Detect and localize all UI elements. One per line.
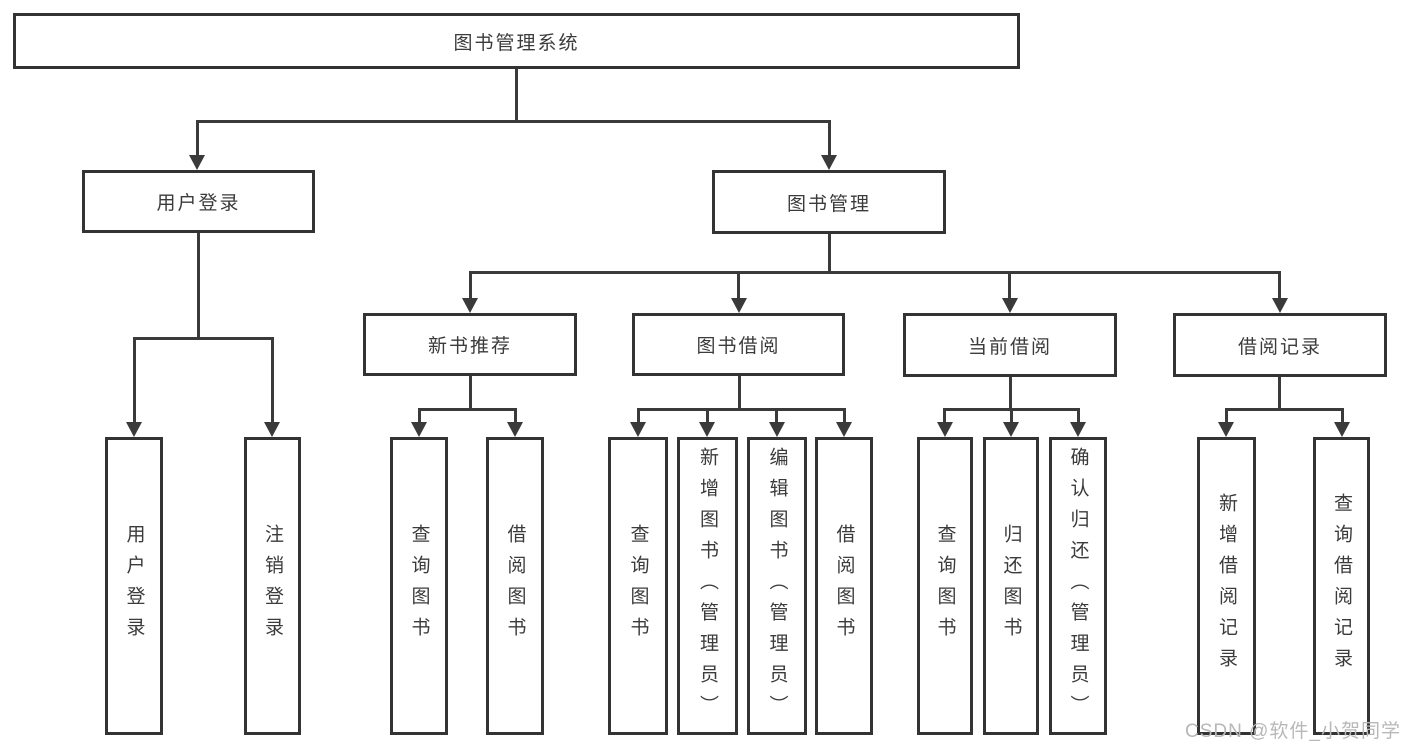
connector-line xyxy=(515,69,518,120)
arrowhead-icon xyxy=(1002,298,1018,313)
connector-line xyxy=(637,408,640,422)
leaf-borrow-books-recommend: 借阅图书 xyxy=(486,437,544,735)
connector-line xyxy=(737,271,740,298)
node-label: 图书借阅 xyxy=(696,336,781,357)
connector-line xyxy=(133,337,274,340)
arrowhead-icon xyxy=(126,422,142,437)
leaf-confirm-return-admin: 确认归还（管理员） xyxy=(1049,437,1107,735)
leaf-label: 用户登录 xyxy=(123,524,145,648)
arrowhead-icon xyxy=(1070,422,1086,437)
leaf-query-books-recommend: 查询图书 xyxy=(390,437,448,735)
arrowhead-icon xyxy=(264,422,280,437)
leaf-label: 归还图书 xyxy=(1000,524,1022,648)
connector-line xyxy=(196,120,199,155)
leaf-borrow-books: 借阅图书 xyxy=(815,437,873,735)
connector-line xyxy=(1008,271,1011,298)
leaf-user-login: 用户登录 xyxy=(105,437,163,735)
node-book-borrowing: 图书借阅 xyxy=(632,313,845,376)
leaf-logout: 注销登录 xyxy=(244,437,301,735)
arrowhead-icon xyxy=(630,422,646,437)
leaf-return-book: 归还图书 xyxy=(983,437,1039,735)
node-library-management-system: 图书管理系统 xyxy=(13,13,1020,69)
connector-line xyxy=(828,120,831,155)
leaf-add-borrow-record: 新增借阅记录 xyxy=(1197,437,1256,735)
leaf-query-books-borrow: 查询图书 xyxy=(608,437,668,735)
arrowhead-icon xyxy=(1334,422,1350,437)
connector-line xyxy=(637,408,846,411)
connector-line xyxy=(775,408,778,422)
arrowhead-icon xyxy=(507,422,523,437)
connector-line xyxy=(1225,408,1344,411)
leaf-add-book-admin: 新增图书（管理员） xyxy=(677,437,738,735)
arrowhead-icon xyxy=(769,422,785,437)
node-new-book-recommendation: 新书推荐 xyxy=(363,313,577,376)
connector-line xyxy=(1077,408,1080,422)
node-current-borrowing: 当前借阅 xyxy=(903,313,1117,377)
node-label: 图书管理系统 xyxy=(453,32,580,54)
connector-line xyxy=(738,376,741,408)
leaf-label: 编辑图书（管理员） xyxy=(766,446,788,726)
arrowhead-icon xyxy=(1003,422,1019,437)
leaf-label: 查询图书 xyxy=(934,524,956,648)
arrowhead-icon xyxy=(937,422,953,437)
connector-line xyxy=(1010,408,1013,422)
leaf-label: 查询图书 xyxy=(627,524,649,648)
node-borrowing-records: 借阅记录 xyxy=(1173,313,1387,377)
connector-line xyxy=(706,408,709,422)
arrowhead-icon xyxy=(731,298,747,313)
node-book-management: 图书管理 xyxy=(712,170,946,234)
leaf-label: 查询图书 xyxy=(408,524,430,648)
arrowhead-icon xyxy=(836,422,852,437)
leaf-label: 新增借阅记录 xyxy=(1216,493,1237,679)
connector-line xyxy=(271,337,274,422)
leaf-label: 借阅图书 xyxy=(833,524,855,648)
leaf-label: 借阅图书 xyxy=(504,524,526,648)
node-label: 新书推荐 xyxy=(427,336,512,357)
arrowhead-icon xyxy=(189,155,205,170)
connector-line xyxy=(1009,377,1012,408)
connector-line xyxy=(133,337,136,422)
node-label: 当前借阅 xyxy=(967,336,1052,358)
connector-line xyxy=(1278,271,1281,298)
node-label: 用户登录 xyxy=(156,193,241,214)
connector-line xyxy=(196,120,831,123)
connector-line xyxy=(1278,377,1281,408)
connector-line xyxy=(943,408,946,422)
leaf-query-borrow-record: 查询借阅记录 xyxy=(1313,437,1370,735)
leaf-label: 注销登录 xyxy=(262,524,283,648)
node-user-login: 用户登录 xyxy=(82,170,315,233)
connector-line xyxy=(418,408,421,422)
leaf-label: 确认归还（管理员） xyxy=(1067,446,1089,726)
csdn-watermark: CSDN @软件_小贺同学 xyxy=(1185,721,1401,742)
leaf-query-books-current: 查询图书 xyxy=(917,437,973,735)
arrowhead-icon xyxy=(462,298,478,313)
connector-line xyxy=(469,376,472,408)
connector-line xyxy=(469,271,472,298)
connector-line xyxy=(1341,408,1344,422)
arrowhead-icon xyxy=(1272,298,1288,313)
arrowhead-icon xyxy=(821,155,837,170)
connector-line xyxy=(1225,408,1228,422)
leaf-label: 查询借阅记录 xyxy=(1331,493,1352,679)
arrowhead-icon xyxy=(699,422,715,437)
connector-line xyxy=(197,233,200,337)
arrowhead-icon xyxy=(1218,422,1234,437)
connector-line xyxy=(418,408,517,411)
connector-line xyxy=(843,408,846,422)
node-label: 借阅记录 xyxy=(1237,336,1322,358)
connector-line xyxy=(514,408,517,422)
node-label: 图书管理 xyxy=(786,193,871,215)
connector-line xyxy=(828,233,831,271)
leaf-edit-book-admin: 编辑图书（管理员） xyxy=(747,437,807,735)
arrowhead-icon xyxy=(411,422,427,437)
connector-line xyxy=(469,271,1281,274)
leaf-label: 新增图书（管理员） xyxy=(697,446,718,726)
